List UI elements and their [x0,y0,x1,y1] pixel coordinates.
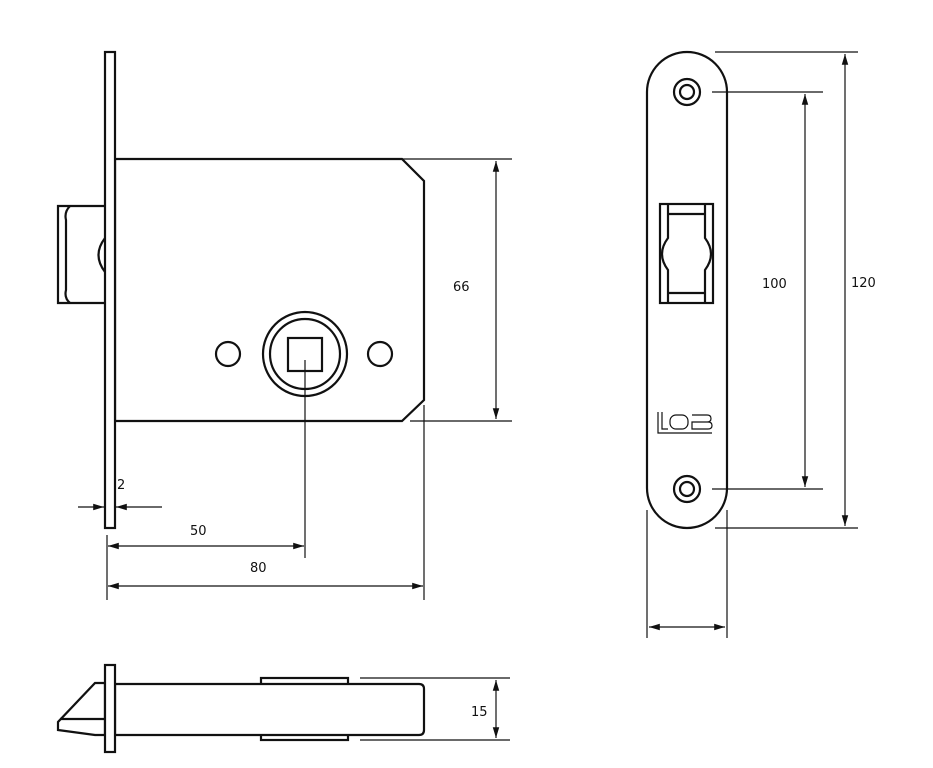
lock-body [113,157,426,423]
dim-label-2: 2 [117,478,125,493]
front-view: 100 120 [645,50,876,638]
dimension-2: 2 [78,478,162,511]
screw-hole-top [672,77,702,107]
body-top [113,682,426,737]
dim-label-120: 120 [851,276,876,291]
latch-top [56,681,107,737]
lob-logo [657,412,713,434]
dim-label-100: 100 [762,277,787,292]
dimension-120: 120 [715,51,876,529]
dimension-50: 50 [106,360,306,600]
dimension-80: 80 [108,405,425,600]
dimension-100: 100 [712,91,823,490]
screw-hole-right [366,340,394,368]
faceplate [645,50,729,530]
screw-hole-bottom-inner [678,480,696,498]
latch-slot [658,202,715,305]
dim-label-50: 50 [190,524,207,539]
dimension-width [646,510,728,638]
latch-bolt [56,204,106,305]
side-view: 66 2 50 80 [56,50,512,600]
screw-hole-left [214,340,242,368]
dim-label-15: 15 [471,705,488,720]
dimension-66: 66 [402,158,512,422]
screw-hole-top-inner [678,83,696,101]
dim-label-66: 66 [453,280,470,295]
top-view: 15 [56,663,510,754]
dimension-15: 15 [360,677,510,741]
screw-hole-bottom [672,474,702,504]
dim-label-80: 80 [250,561,267,576]
faceplate-edge [103,50,117,530]
faceplate-top [103,663,117,754]
